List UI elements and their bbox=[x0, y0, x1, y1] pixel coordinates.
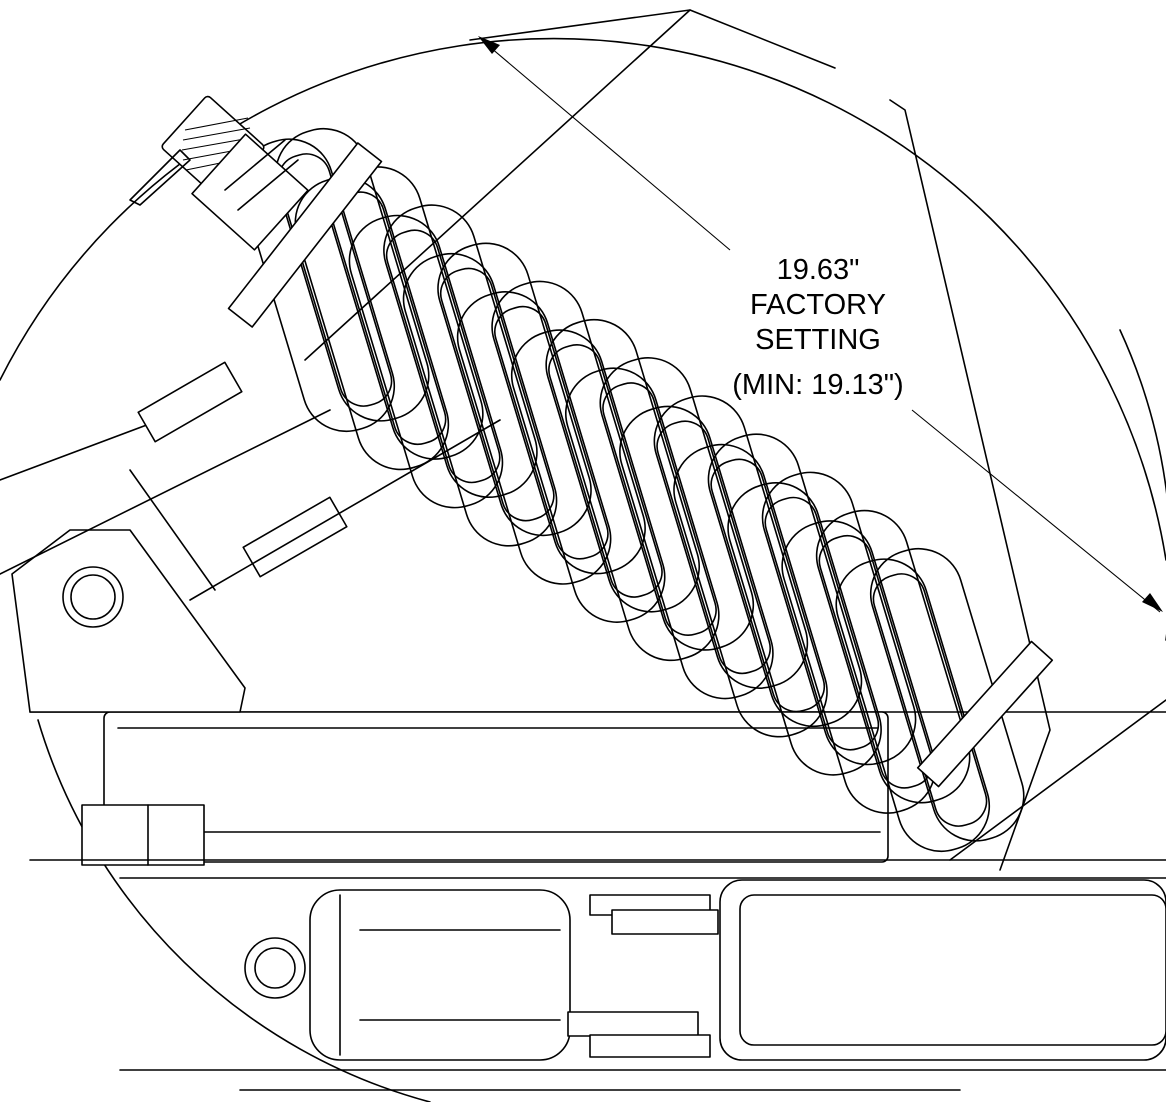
dimension-callout: 19.63" FACTORY SETTING (MIN: 19.13") bbox=[732, 254, 903, 401]
dimension-label-line1: FACTORY bbox=[750, 289, 886, 321]
spring-coil-loop bbox=[564, 367, 720, 662]
spring-plate-top bbox=[227, 142, 383, 328]
spring-coil-inner bbox=[710, 458, 826, 713]
spring-coil-loop bbox=[402, 252, 558, 547]
spring-coil-inner bbox=[385, 229, 501, 484]
spring-coils bbox=[240, 127, 1025, 853]
spring-coil-loop bbox=[815, 509, 971, 804]
detail-circle bbox=[0, 37, 1166, 1102]
spring-coil-loop bbox=[869, 547, 1025, 842]
lock-nut bbox=[191, 133, 309, 251]
spring-coil-inner bbox=[548, 344, 663, 598]
dimension-value: 19.63" bbox=[777, 254, 860, 286]
spring-coil-loop bbox=[835, 558, 991, 853]
spring-coil-inner bbox=[439, 267, 555, 522]
spring-coil-inner bbox=[764, 496, 880, 751]
spring-coil-inner bbox=[656, 420, 771, 675]
dimension-label-line2: SETTING bbox=[755, 324, 881, 356]
spring-coil-loop bbox=[781, 520, 936, 814]
spring-coil-loop bbox=[673, 443, 828, 738]
spring-coil-loop bbox=[619, 405, 774, 700]
lower-frame bbox=[29, 711, 1166, 1091]
spring-coil-inner bbox=[494, 305, 609, 560]
pivot-arm bbox=[0, 361, 348, 713]
spring-plate-bottom bbox=[916, 640, 1054, 788]
dimension-minimum: (MIN: 19.13") bbox=[732, 369, 903, 401]
spring-coil-loop bbox=[348, 214, 504, 509]
spring-coil-loop bbox=[727, 481, 882, 776]
spring-coil-loop bbox=[510, 329, 666, 623]
spring-coil-inner bbox=[872, 573, 988, 827]
dimension-line bbox=[478, 36, 1163, 613]
spring-coil-inner bbox=[277, 153, 393, 407]
spring-coil-loop bbox=[456, 291, 612, 585]
spring-coil-inner bbox=[818, 534, 934, 789]
spring-coil-inner bbox=[602, 382, 717, 636]
